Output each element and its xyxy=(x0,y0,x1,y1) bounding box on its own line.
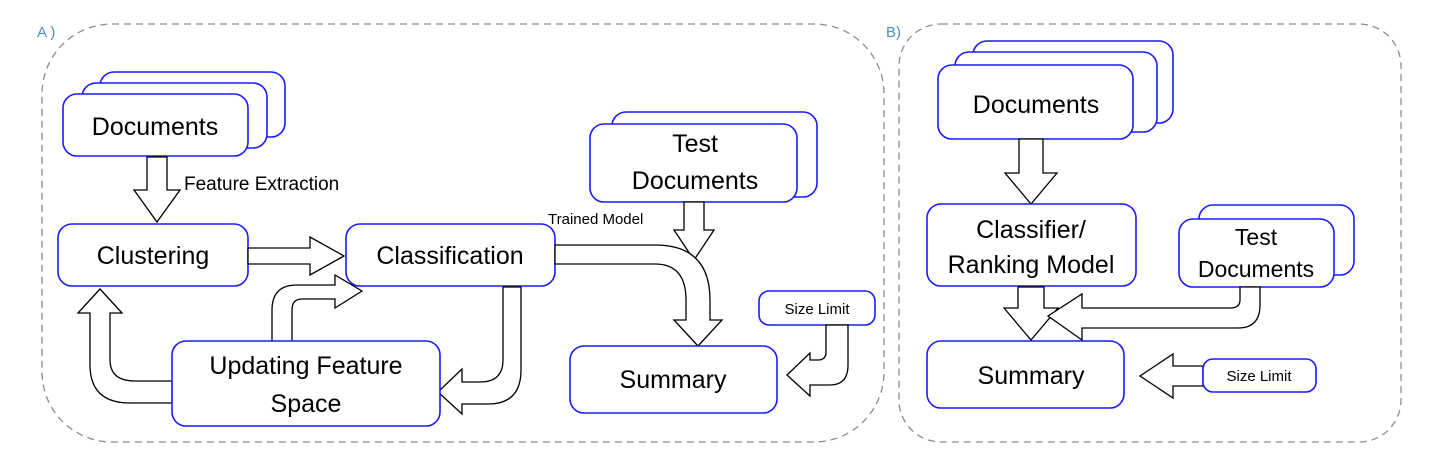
classifier-label-line2: Ranking Model xyxy=(948,251,1115,279)
arrow-documents-to-clustering xyxy=(132,156,182,224)
panel-a-frame xyxy=(41,23,885,443)
updating-feature-space-box xyxy=(171,340,441,427)
updating-label-line1: Updating Feature xyxy=(209,352,402,380)
test-documents-stack-b: Test Documents xyxy=(1178,204,1355,288)
panel-a-label: A ) xyxy=(37,24,55,41)
arrow-documents-to-classifier xyxy=(1003,138,1059,206)
documents-label-b: Documents xyxy=(973,91,1099,119)
arrow-classification-to-updating xyxy=(437,286,522,416)
summary-label-b: Summary xyxy=(978,362,1085,390)
panel-b-label: B) xyxy=(886,24,901,41)
test-documents-label-a-line2: Documents xyxy=(632,167,758,195)
classifier-box xyxy=(926,203,1137,287)
clustering-label: Clustering xyxy=(97,242,210,270)
test-documents-stack-a: Test Documents xyxy=(589,111,818,203)
panel-b-frame xyxy=(898,23,1402,443)
classifier-label-line1: Classifier/ xyxy=(976,216,1086,244)
updating-label-line2: Space xyxy=(271,390,342,418)
arrow-updating-to-clustering xyxy=(76,288,173,404)
size-limit-label-a: Size Limit xyxy=(784,301,850,318)
documents-label-a: Documents xyxy=(92,113,218,141)
summary-box-a xyxy=(569,345,778,414)
test-documents-label-b-line1: Test xyxy=(1235,224,1278,250)
classification-label: Classification xyxy=(376,242,523,270)
documents-stack-b: Documents xyxy=(937,40,1174,140)
size-limit-box-a xyxy=(758,290,876,326)
feature-extraction-label: Feature Extraction xyxy=(184,174,339,195)
arrow-clustering-to-classification xyxy=(247,235,346,277)
size-limit-box-b xyxy=(1202,358,1317,393)
summary-box-b xyxy=(926,340,1125,409)
test-documents-label-a-line1: Test xyxy=(672,130,718,158)
arrow-classifier-to-summary xyxy=(1002,286,1060,342)
arrow-size-limit-to-summary xyxy=(786,324,849,398)
trained-model-label: Trained Model xyxy=(548,211,643,228)
test-documents-label-b-line2: Documents xyxy=(1198,256,1314,282)
documents-stack-a: Documents xyxy=(62,71,286,157)
arrow-updating-to-classification xyxy=(271,273,364,344)
arrow-test-documents-to-summary-b xyxy=(1046,286,1261,342)
arrow-classification-to-summary xyxy=(554,244,724,347)
summary-label-a: Summary xyxy=(620,366,727,394)
arrow-test-documents-to-merge xyxy=(672,201,716,262)
size-limit-label-b: Size Limit xyxy=(1226,368,1292,385)
arrow-size-limit-to-summary-b xyxy=(1138,352,1204,400)
